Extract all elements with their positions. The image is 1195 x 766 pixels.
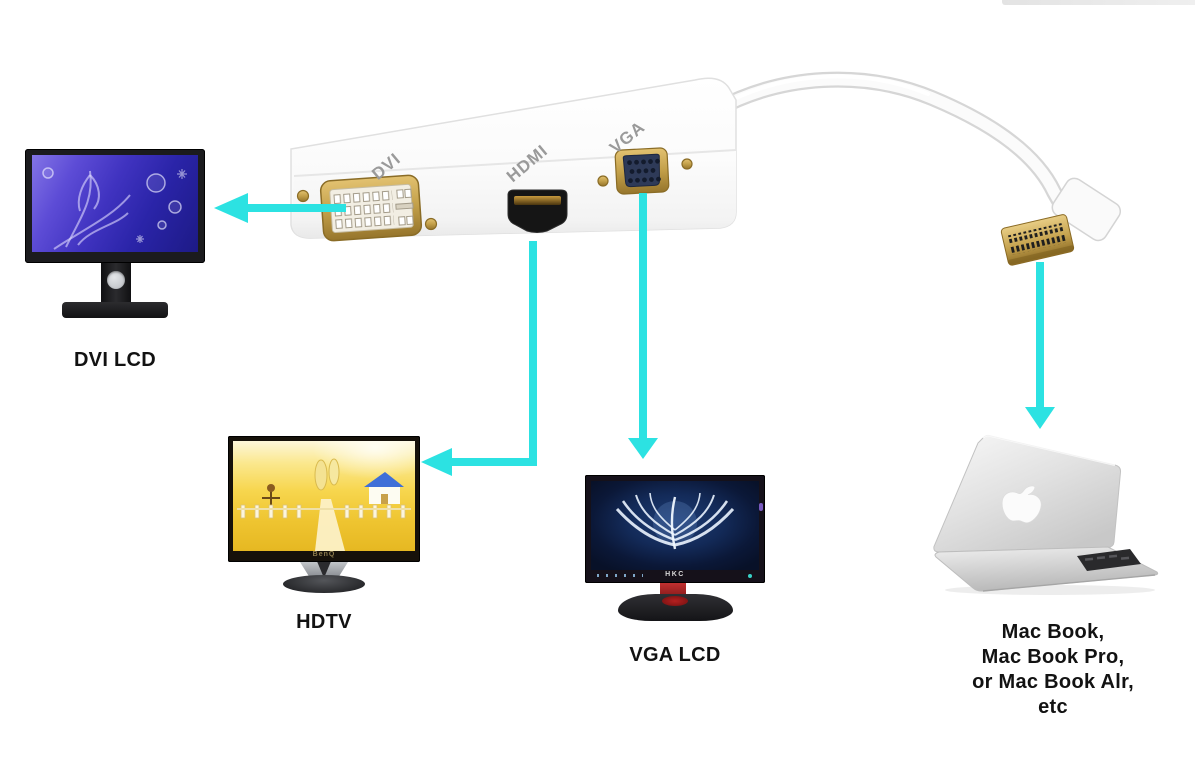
countryside-wallpaper [237, 458, 411, 551]
stand-cable-hole [107, 271, 125, 289]
bezel-sticker [759, 503, 763, 511]
macbook-keyboard [1077, 549, 1141, 571]
image-edge-artifact [1002, 0, 1195, 5]
device-label-macbook: Mac Book, Mac Book Pro, or Mac Book Alr,… [938, 620, 1168, 720]
white-cable [708, 71, 1070, 214]
connection-arrows [214, 193, 1055, 476]
monitor-screen [32, 155, 198, 252]
brand-logo-hkc: HKC [665, 571, 685, 578]
monitor-stand-base [62, 302, 168, 318]
apple-logo-icon [1001, 485, 1042, 523]
adapter-body: DVI HDMI VGA [290, 77, 737, 242]
arrow-to-vga-lcd [628, 193, 658, 459]
screw-posts [296, 158, 693, 231]
dvi-port [319, 174, 423, 242]
monitor-stand-base [283, 575, 365, 593]
device-label-dvi-lcd: DVI LCD [73, 349, 157, 371]
arrow-to-dvi-lcd [214, 193, 346, 223]
flower-wallpaper [42, 167, 187, 250]
bezel-control-icons [597, 574, 643, 577]
vga-lcd-monitor: HKC [585, 475, 765, 623]
wings-wallpaper [615, 491, 735, 550]
macbook-label-line: Mac Book, [1001, 621, 1105, 643]
vga-port [614, 147, 670, 195]
brand-logo-benq: BenQ [312, 551, 336, 558]
monitor-screen [591, 481, 759, 570]
device-label-vga-lcd: VGA LCD [629, 644, 721, 666]
arrow-to-macbook [1025, 262, 1055, 429]
stand-red-accent [662, 596, 688, 606]
monitor-screen [233, 441, 415, 551]
power-led [748, 574, 752, 578]
hdmi-port [507, 189, 568, 233]
hdtv-monitor: BenQ [228, 436, 420, 593]
gold-plug-tip [1000, 214, 1075, 266]
macbook-label-line: Mac Book Pro, [981, 646, 1125, 668]
arrow-to-hdtv [421, 241, 537, 476]
mini-displayport-connector [1000, 177, 1122, 266]
macbook-laptop [933, 434, 1159, 595]
macbook-label-line: etc [1038, 696, 1068, 718]
dvi-lcd-monitor [25, 149, 205, 321]
device-label-hdtv: HDTV [296, 611, 352, 633]
macbook-label-line: or Mac Book Alr, [972, 671, 1134, 693]
